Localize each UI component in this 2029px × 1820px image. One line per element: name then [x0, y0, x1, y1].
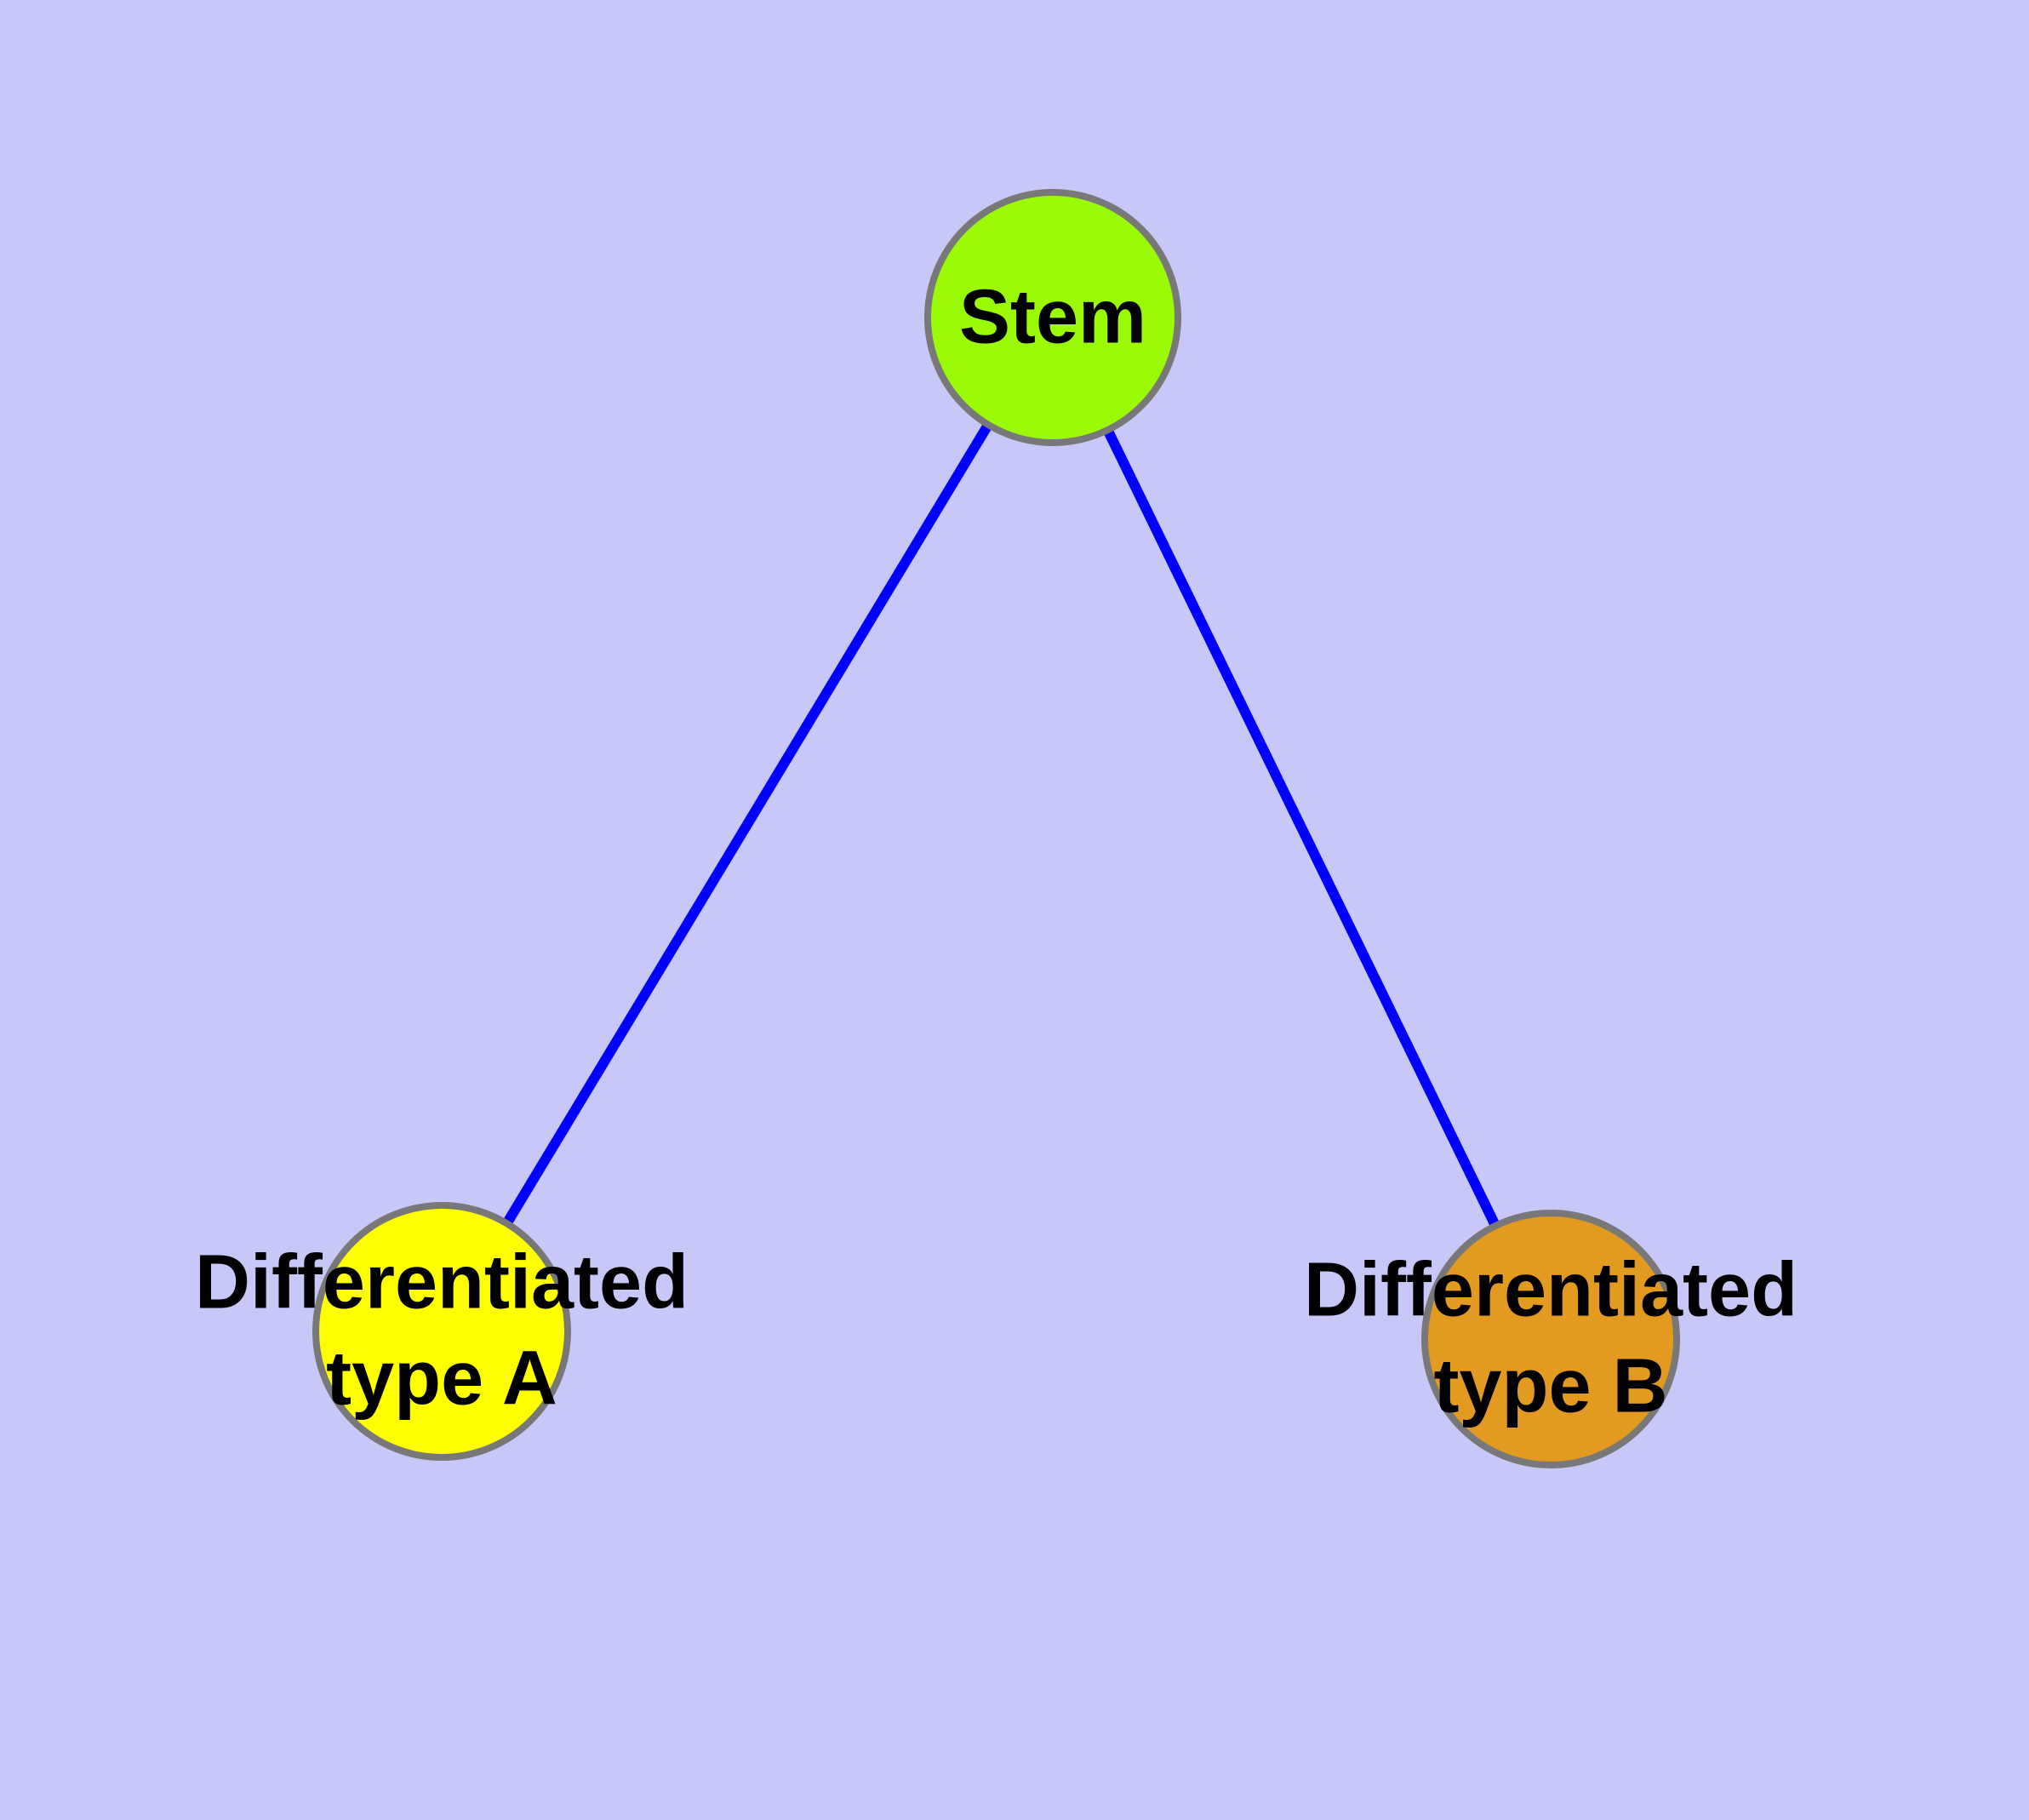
node-differentiated-type-a[interactable]: [312, 1202, 571, 1461]
node-differentiated-type-b[interactable]: [1421, 1210, 1680, 1468]
edge-stem-to-type-a: [437, 314, 1058, 1335]
node-stem[interactable]: [924, 189, 1181, 446]
edge-stem-to-type-b: [1048, 315, 1556, 1342]
